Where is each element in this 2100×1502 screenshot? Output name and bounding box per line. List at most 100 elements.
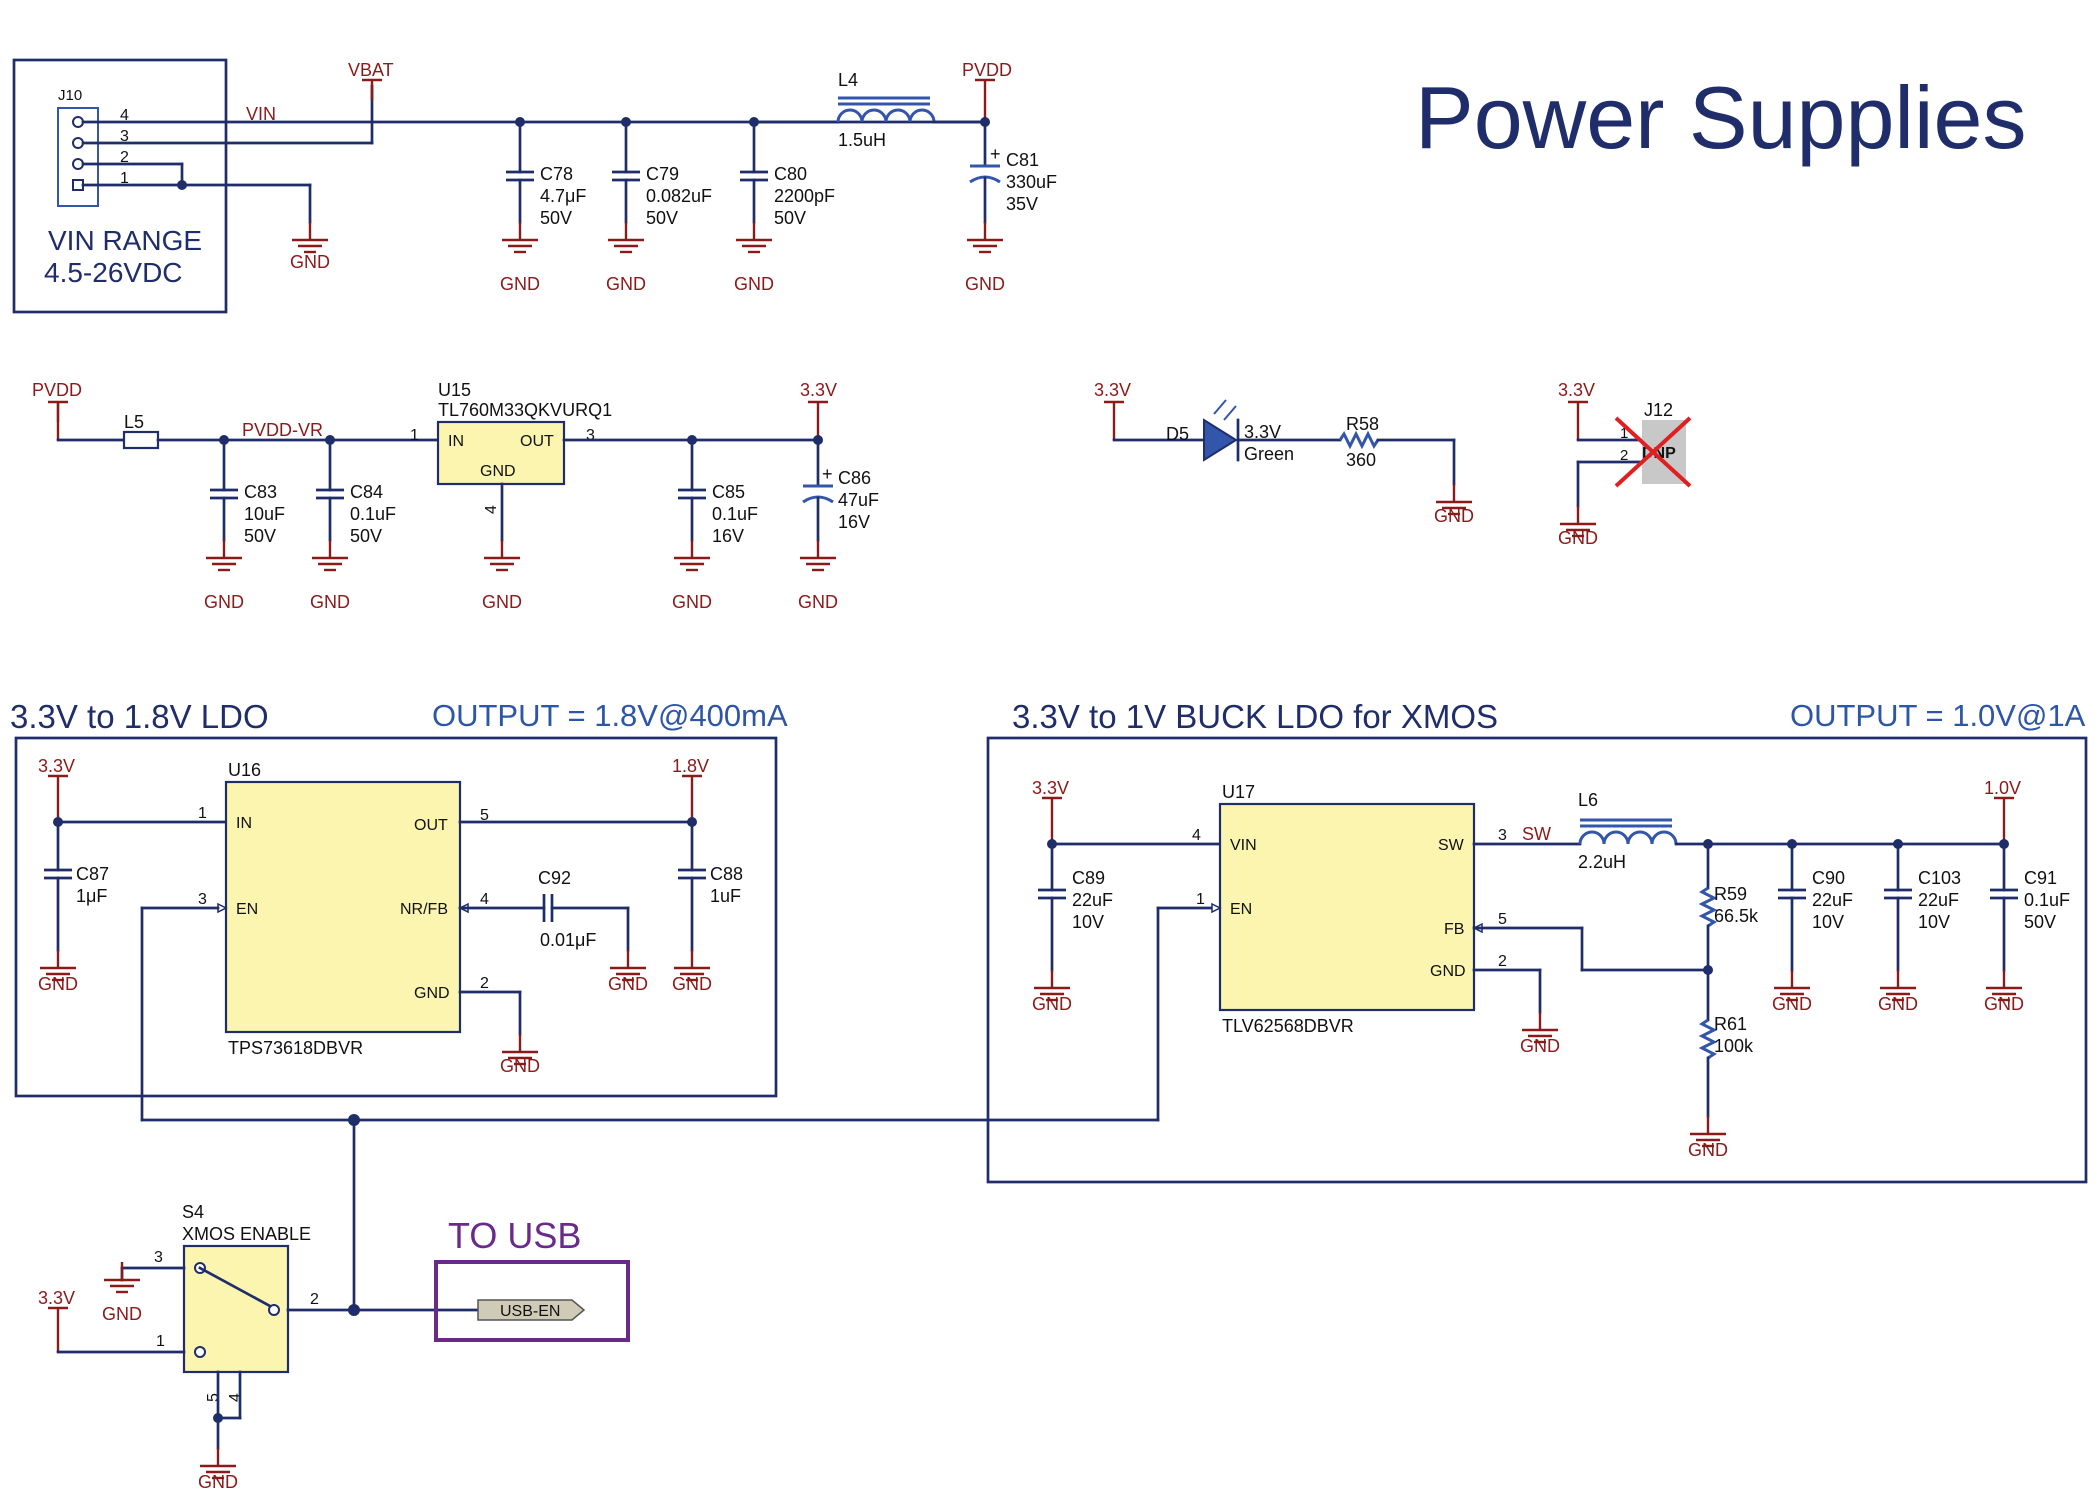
svg-text:S4: S4 (182, 1202, 204, 1222)
cap-c85: GND C85 0.1uF 16V (672, 435, 758, 612)
svg-text:C79: C79 (646, 164, 679, 184)
cap-c81: + GND C81 330uF 35V (965, 117, 1057, 294)
svg-text:GND: GND (1430, 963, 1466, 980)
ldo18-frame (14, 736, 778, 1098)
svg-text:50V: 50V (646, 208, 678, 228)
svg-text:4: 4 (480, 891, 489, 908)
pvdd-net-label-2: PVDD (32, 380, 82, 400)
svg-text:0.082uF: 0.082uF (646, 186, 712, 206)
svg-text:0.1uF: 0.1uF (350, 504, 396, 524)
svg-text:IN: IN (236, 815, 252, 832)
svg-text:TL760M33QKVURQ1: TL760M33QKVURQ1 (438, 400, 612, 420)
j10-pin-4: 4 (120, 107, 129, 124)
svg-text:GND: GND (102, 1304, 142, 1324)
svg-text:3.3V: 3.3V (38, 1288, 75, 1308)
svg-text:L6: L6 (1578, 790, 1598, 810)
svg-text:C92: C92 (538, 868, 571, 888)
svg-text:GND: GND (798, 592, 838, 612)
svg-text:0.1uF: 0.1uF (2024, 890, 2070, 910)
svg-text:GND: GND (1772, 994, 1812, 1014)
to-usb-frame (434, 1260, 630, 1342)
svg-text:GND: GND (480, 463, 516, 480)
svg-text:GND: GND (482, 592, 522, 612)
ldo18-output: OUTPUT = 1.8V@400mA (432, 698, 788, 733)
svg-text:OUT: OUT (520, 433, 554, 450)
resistor-r61 (1698, 1018, 1718, 1060)
svg-text:360: 360 (1346, 450, 1376, 470)
pvdd-net-label: PVDD (962, 60, 1012, 80)
j10-pin-2: 2 (120, 149, 129, 166)
ldo-18v-block: 3.3V to 1.8V LDO OUTPUT = 1.8V@400mA 3.3… (10, 698, 788, 1098)
page-title: Power Supplies (1415, 68, 2026, 167)
svg-text:IN: IN (448, 433, 464, 450)
svg-text:GND: GND (414, 985, 450, 1002)
cap-c91: GND C91 0.1uF 50V (1984, 839, 2070, 1014)
svg-text:GND: GND (608, 974, 648, 994)
svg-text:16V: 16V (712, 526, 744, 546)
svg-text:GND: GND (1688, 1140, 1728, 1160)
svg-text:4: 4 (227, 1393, 244, 1402)
svg-text:GND: GND (672, 974, 712, 994)
svg-text:GND: GND (1520, 1036, 1560, 1056)
svg-text:L4: L4 (838, 70, 858, 90)
vin-range-label: VIN RANGE (48, 225, 202, 256)
svg-text:10uF: 10uF (244, 504, 285, 524)
net-3v3-u15: 3.3V (800, 380, 837, 400)
svg-text:VIN: VIN (1230, 837, 1257, 854)
led-d5 (1203, 418, 1238, 462)
svg-text:4.7μF: 4.7μF (540, 186, 586, 206)
svg-text:1: 1 (410, 427, 419, 444)
svg-text:C86: C86 (838, 468, 871, 488)
j10-ref: J10 (58, 87, 82, 104)
cap-c84: GND C84 0.1uF 50V (310, 435, 396, 612)
svg-text:GND: GND (38, 974, 78, 994)
svg-text:3: 3 (154, 1249, 163, 1266)
svg-text:OUT: OUT (414, 817, 448, 834)
svg-text:50V: 50V (540, 208, 572, 228)
svg-text:XMOS ENABLE: XMOS ENABLE (182, 1224, 311, 1244)
svg-text:50V: 50V (350, 526, 382, 546)
cap-c103: GND C103 22uF 10V (1878, 839, 1961, 1014)
svg-text:330uF: 330uF (1006, 172, 1057, 192)
svg-text:50V: 50V (774, 208, 806, 228)
vin-range-value: 4.5-26VDC (44, 257, 183, 288)
svg-text:GND: GND (672, 592, 712, 612)
cap-c92: GND C92 0.01μF (458, 868, 648, 994)
input-connector-block: J10 4 3 2 1 VIN RANGE 4.5-26VDC GND VIN … (12, 58, 1057, 314)
svg-text:NR/FB: NR/FB (400, 901, 448, 918)
cap-c90: GND C90 22uF 10V (1772, 839, 1853, 1014)
svg-text:35V: 35V (1006, 194, 1038, 214)
cap-c89: GND C89 22uF 10V (1032, 842, 1113, 1014)
svg-text:U15: U15 (438, 380, 471, 400)
svg-text:SW: SW (1522, 824, 1551, 844)
svg-text:1.8V: 1.8V (672, 756, 709, 776)
vin-net-label: VIN (246, 104, 276, 124)
svg-text:2.2uH: 2.2uH (1578, 852, 1626, 872)
svg-text:2200pF: 2200pF (774, 186, 835, 206)
j10-pin-1: 1 (120, 170, 129, 187)
svg-text:GND: GND (1878, 994, 1918, 1014)
svg-text:C91: C91 (2024, 868, 2057, 888)
svg-text:5: 5 (1498, 911, 1507, 928)
svg-text:22uF: 22uF (1918, 890, 1959, 910)
svg-text:C85: C85 (712, 482, 745, 502)
reg-33v-block: PVDD L5 PVDD-VR GND C83 10uF 50V GND (32, 380, 879, 612)
svg-text:C80: C80 (774, 164, 807, 184)
svg-text:GND: GND (965, 274, 1005, 294)
svg-text:4: 4 (1192, 827, 1201, 844)
vbat-net-label: VBAT (348, 60, 394, 80)
svg-text:GND: GND (500, 274, 540, 294)
cap-c78: GND C78 4.7μF 50V (500, 117, 586, 294)
buck-frame (986, 736, 2088, 1184)
svg-text:R61: R61 (1714, 1014, 1747, 1034)
svg-text:66.5k: 66.5k (1714, 906, 1759, 926)
svg-text:C88: C88 (710, 864, 743, 884)
gnd-label: GND (290, 252, 330, 272)
resistor-r58 (1338, 430, 1380, 450)
svg-text:SW: SW (1438, 837, 1465, 854)
svg-text:1: 1 (1620, 425, 1628, 442)
svg-text:22uF: 22uF (1072, 890, 1113, 910)
resistor-r59 (1698, 886, 1718, 928)
svg-text:U16: U16 (228, 760, 261, 780)
